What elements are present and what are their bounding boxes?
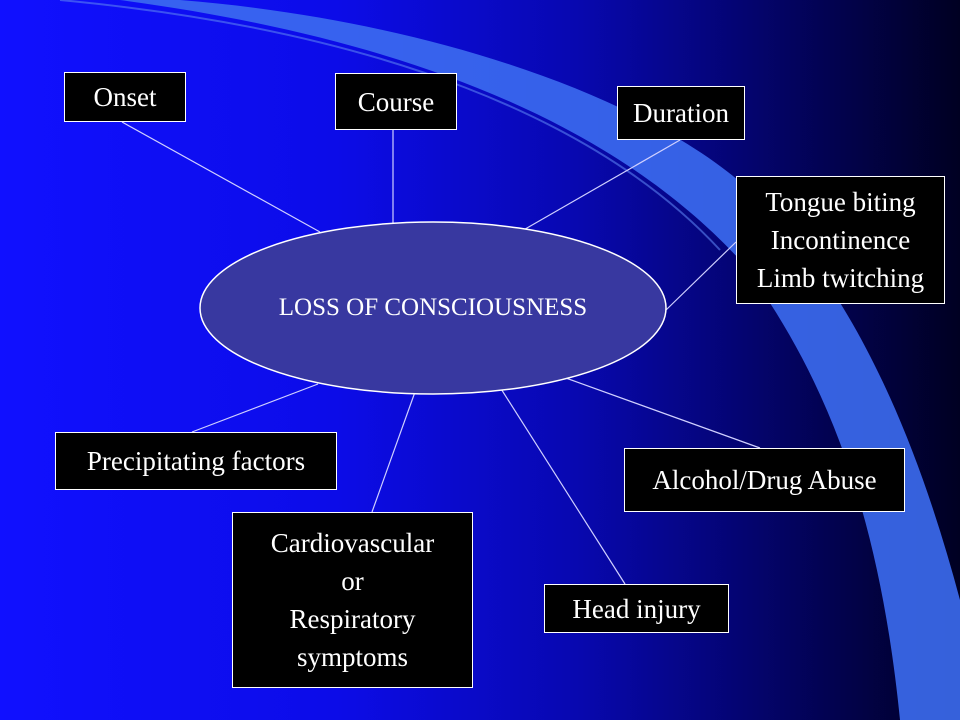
course-label: Course bbox=[357, 86, 435, 117]
connector-cardio bbox=[371, 391, 416, 513]
cardio-line-4: symptoms bbox=[296, 642, 409, 672]
head-injury-box: Head injury bbox=[544, 584, 729, 633]
signs-line-3: Limb twitching bbox=[756, 263, 925, 293]
signs-box: Tongue biting Incontinence Limb twitchin… bbox=[736, 176, 945, 304]
alcohol-box: Alcohol/Drug Abuse bbox=[624, 448, 905, 512]
duration-box: Duration bbox=[617, 86, 745, 140]
connector-duration bbox=[519, 139, 681, 233]
background-swoosh-thin bbox=[59, 0, 721, 251]
signs-line-1: Tongue biting bbox=[765, 187, 916, 217]
signs-line-2: Incontinence bbox=[770, 225, 911, 255]
onset-label: Onset bbox=[93, 82, 157, 112]
connector-precipitating bbox=[191, 383, 319, 433]
center-ellipse bbox=[199, 221, 667, 395]
duration-label: Duration bbox=[633, 98, 729, 128]
connector-alcohol bbox=[562, 376, 761, 449]
precipitating-box: Precipitating factors bbox=[55, 432, 337, 490]
connector-onset bbox=[121, 121, 321, 233]
course-box: Course bbox=[335, 73, 457, 130]
onset-box: Onset bbox=[64, 72, 186, 122]
cardio-box: Cardiovascular or Respiratory symptoms bbox=[232, 512, 473, 688]
center-label: LOSS OF CONSCIOUSNESS bbox=[278, 294, 588, 321]
cardio-line-3: Respiratory bbox=[289, 604, 416, 634]
connector-signs bbox=[665, 241, 737, 311]
cardio-line-1: Cardiovascular bbox=[270, 528, 435, 558]
cardio-line-2: or bbox=[341, 566, 364, 596]
precipitating-label: Precipitating factors bbox=[86, 446, 306, 476]
alcohol-label: Alcohol/Drug Abuse bbox=[652, 465, 877, 495]
head-injury-label: Head injury bbox=[572, 593, 701, 624]
connector-head bbox=[497, 383, 626, 585]
